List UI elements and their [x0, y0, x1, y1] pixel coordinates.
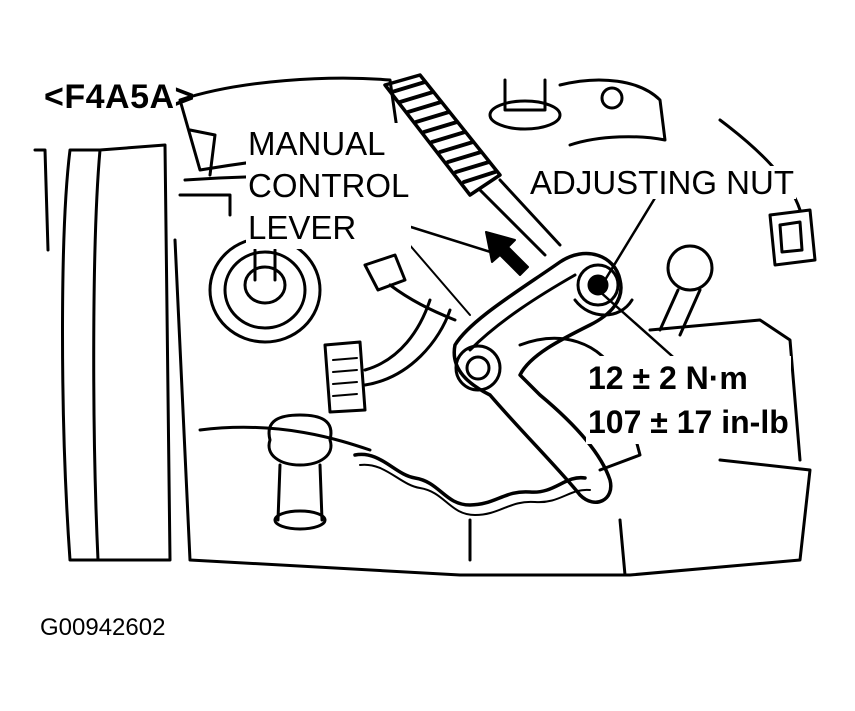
wire-to-plug: [388, 283, 457, 322]
inhibitor-switch-flange-inner: [359, 463, 591, 516]
upper-right-bolt: [600, 86, 624, 110]
housing-left-face: [96, 143, 172, 562]
right-case-edge: [718, 118, 802, 212]
manual-control-lever: [452, 251, 623, 504]
wire-connector: [323, 340, 367, 414]
mounting-boss-mid: [223, 250, 307, 330]
leader-nut: [603, 196, 657, 282]
boss-stud: [253, 248, 277, 282]
adjusting-nut-inner: [587, 274, 609, 296]
case-lower-rib: [198, 425, 372, 452]
torque-metric-label: 12 ± 2 N·m: [588, 360, 748, 396]
upper-right-housing: [558, 78, 667, 147]
wire-plug: [363, 253, 407, 292]
lower-bolt-shank: [276, 463, 324, 522]
figure-code: G00942602: [40, 614, 166, 641]
adjusting-nut-label: ADJUSTING NUT: [528, 164, 796, 201]
wire-harness: [363, 298, 452, 387]
lever-pivot-inner: [465, 355, 491, 381]
model-label: <F4A5A>: [44, 78, 195, 116]
manual-control-lever-label: MANUAL CONTROL LEVER: [246, 123, 412, 249]
left-detail-1: [188, 128, 217, 177]
housing-left-edge: [61, 148, 102, 562]
right-bracket-detail: [778, 220, 804, 254]
cable-boot-ridges: [390, 80, 497, 184]
top-shaft-base: [488, 99, 562, 131]
lever-inner-edge: [468, 273, 577, 352]
nut-washer: [573, 298, 634, 317]
mounting-boss-inner: [243, 265, 287, 305]
right-bolt-head: [666, 244, 714, 292]
right-bracket: [768, 208, 817, 267]
torque-spec: 12 ± 2 N·m 107 ± 17 in-lb: [586, 356, 791, 444]
lower-bolt-base: [273, 509, 327, 531]
case-outline: [173, 238, 812, 577]
inhibitor-switch-flange: [353, 452, 587, 507]
lower-bolt-head: [267, 413, 333, 467]
direction-arrow: [485, 231, 529, 276]
right-case-lower: [648, 318, 802, 462]
lever-pivot-outer: [454, 344, 502, 392]
cable-rod: [478, 178, 562, 257]
torque-imperial-label: 107 ± 17 in-lb: [588, 404, 789, 440]
adjusting-nut-outer: [576, 263, 620, 307]
left-detail-2: [33, 148, 50, 252]
cable-boot: [383, 73, 502, 197]
connector-pins: [332, 357, 358, 397]
case-lower-flange: [468, 518, 627, 577]
housing-rib-2: [178, 193, 232, 217]
top-shaft: [503, 78, 547, 112]
